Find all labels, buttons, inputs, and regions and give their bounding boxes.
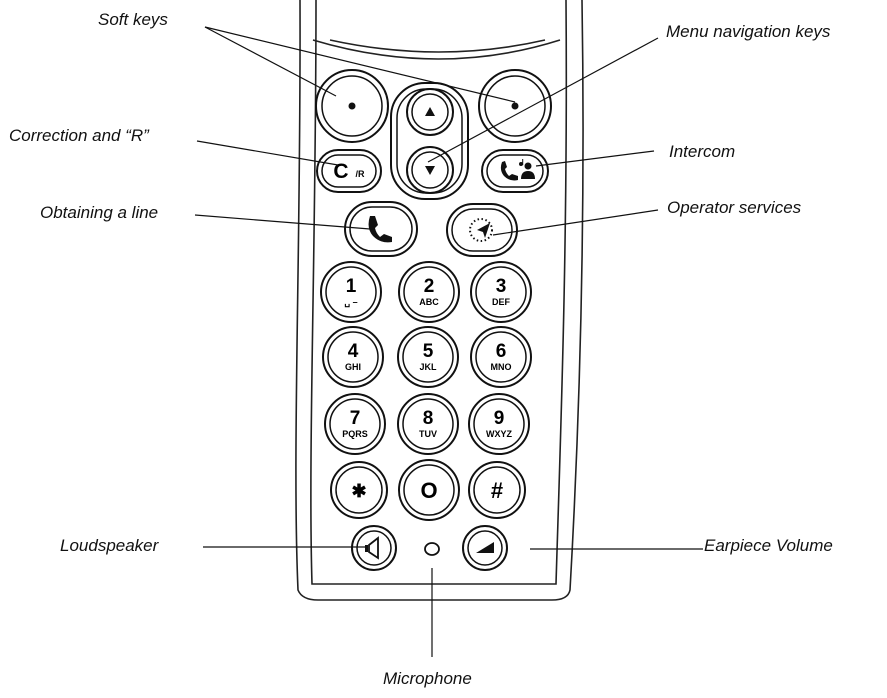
- phone-icon: [500, 161, 518, 181]
- label-correction-r: Correction and “R”: [9, 126, 149, 145]
- key-2[interactable]: 2 ABC: [398, 261, 460, 323]
- label-obtaining-line: Obtaining a line: [40, 203, 159, 222]
- key-digit: 6: [496, 341, 507, 362]
- leader-operator-services: [492, 209, 659, 236]
- leader-soft-keys-left: [204, 26, 337, 97]
- correction-r-key[interactable]: C /R: [316, 149, 382, 193]
- key-4[interactable]: 4 GHI: [322, 326, 384, 388]
- key-symbol: #: [491, 478, 503, 503]
- dotted-circle-icon: [469, 218, 493, 242]
- key-digit: 7: [350, 408, 361, 429]
- leader-intercom: [535, 150, 655, 167]
- key-1[interactable]: 1 ␣ –: [320, 261, 382, 323]
- key-letters: WXYZ: [486, 429, 513, 439]
- key-letters: GHI: [345, 362, 361, 372]
- phone-icon: [368, 216, 392, 243]
- label-operator-services: Operator services: [667, 198, 802, 217]
- key-digit: 3: [496, 276, 507, 297]
- soft-key-left[interactable]: [315, 69, 389, 143]
- intercom-person-icon: [519, 159, 535, 179]
- key-5[interactable]: 5 JKL: [397, 326, 459, 388]
- pointer-arrow-icon: [477, 223, 490, 238]
- leader-lines: [194, 26, 703, 657]
- key-digit: 9: [494, 408, 505, 429]
- navigation-up-key[interactable]: [406, 88, 454, 136]
- correction-key-suffix: /R: [356, 169, 366, 179]
- key-digit: 5: [423, 341, 434, 362]
- key-9[interactable]: 9 WXYZ: [468, 393, 530, 455]
- leader-soft-keys-right: [204, 26, 516, 103]
- operator-services-key[interactable]: [446, 203, 518, 257]
- key-letters: TUV: [419, 429, 437, 439]
- key-8[interactable]: 8 TUV: [397, 393, 459, 455]
- label-earpiece-volume: Earpiece Volume: [704, 536, 833, 555]
- key-digit: 2: [424, 276, 435, 297]
- obtain-line-key[interactable]: [344, 201, 418, 257]
- label-loudspeaker: Loudspeaker: [60, 536, 159, 555]
- label-intercom: Intercom: [669, 142, 736, 161]
- key-6[interactable]: 6 MNO: [470, 326, 532, 388]
- loudspeaker-key[interactable]: [351, 525, 397, 571]
- key-letters: JKL: [419, 362, 437, 372]
- leader-menu-navigation: [427, 37, 659, 163]
- key-letters: MNO: [491, 362, 512, 372]
- key-digit: 8: [423, 408, 434, 429]
- speaker-icon: [365, 536, 379, 560]
- correction-key-letter: C: [333, 160, 348, 183]
- key-7[interactable]: 7 PQRS: [324, 393, 386, 455]
- label-microphone: Microphone: [383, 669, 472, 688]
- volume-wedge-icon: [476, 542, 494, 553]
- key-star[interactable]: ✱: [330, 461, 388, 519]
- key-digit: O: [420, 478, 437, 503]
- handset-body: [295, 0, 584, 601]
- key-letters: ABC: [419, 297, 439, 307]
- earpiece-volume-key[interactable]: [462, 525, 508, 571]
- key-0[interactable]: O: [398, 459, 460, 521]
- leader-obtaining-line: [194, 214, 371, 230]
- key-letters: PQRS: [342, 429, 368, 439]
- key-3[interactable]: 3 DEF: [470, 261, 532, 323]
- leader-correction: [196, 140, 339, 166]
- navigation-down-key[interactable]: [406, 146, 454, 194]
- label-soft-keys: Soft keys: [98, 10, 168, 29]
- soft-key-right[interactable]: [478, 69, 552, 143]
- intercom-key[interactable]: [481, 149, 549, 193]
- key-hash[interactable]: #: [468, 461, 526, 519]
- key-letters: DEF: [492, 297, 511, 307]
- key-symbol: ✱: [351, 481, 366, 501]
- key-digit: 4: [348, 341, 359, 362]
- microphone-hole: [424, 542, 440, 556]
- label-menu-navigation-keys: Menu navigation keys: [666, 22, 831, 41]
- key-digit: 1: [346, 276, 357, 297]
- key-letters: ␣ –: [344, 297, 357, 308]
